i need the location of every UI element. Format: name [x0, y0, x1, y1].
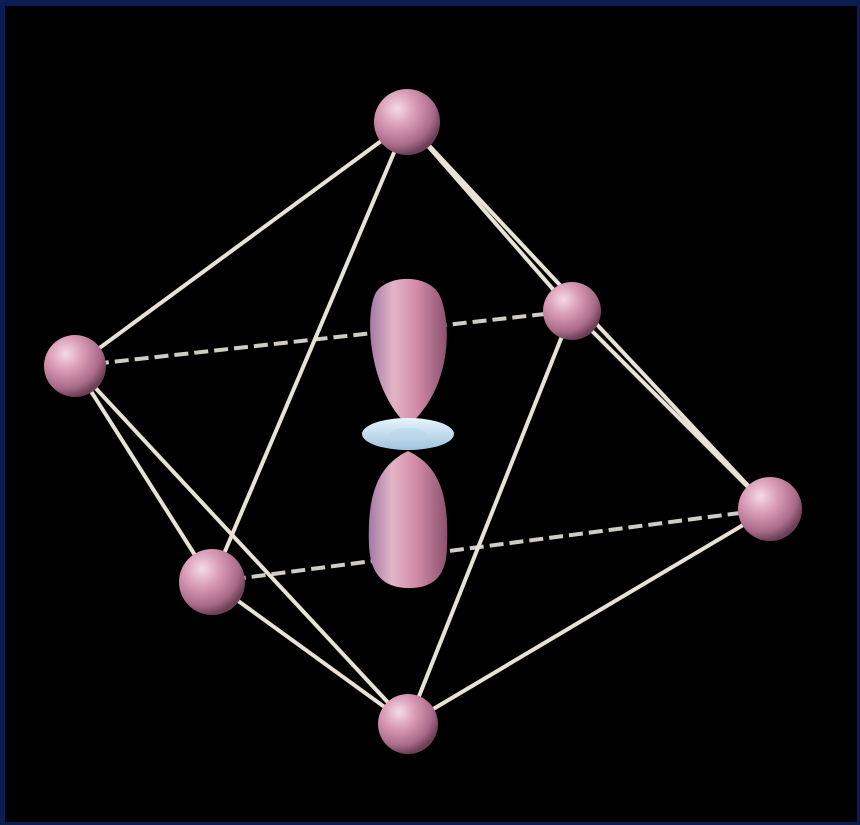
render-canvas [5, 6, 857, 822]
octahedron-scene [5, 6, 857, 822]
bond-backright-right [572, 311, 770, 509]
ligand-back-right [543, 282, 601, 340]
orbital-torus-hole [390, 428, 426, 440]
bond-right-bottom [408, 509, 770, 724]
orbital-upper-lobe [370, 279, 447, 426]
bond-left-frontleft [75, 366, 212, 582]
ligand-front-left [179, 549, 245, 615]
bond-frontleft-bottom [212, 582, 408, 724]
dz2-orbital [362, 279, 454, 588]
ligand-top [374, 89, 440, 155]
orbital-lower-lobe [369, 451, 448, 588]
bond-left-bottom [75, 366, 408, 724]
bond-top-backright [407, 122, 572, 311]
ligand-bottom [378, 694, 438, 754]
ligand-left [44, 335, 106, 397]
ligand-right [738, 477, 802, 541]
